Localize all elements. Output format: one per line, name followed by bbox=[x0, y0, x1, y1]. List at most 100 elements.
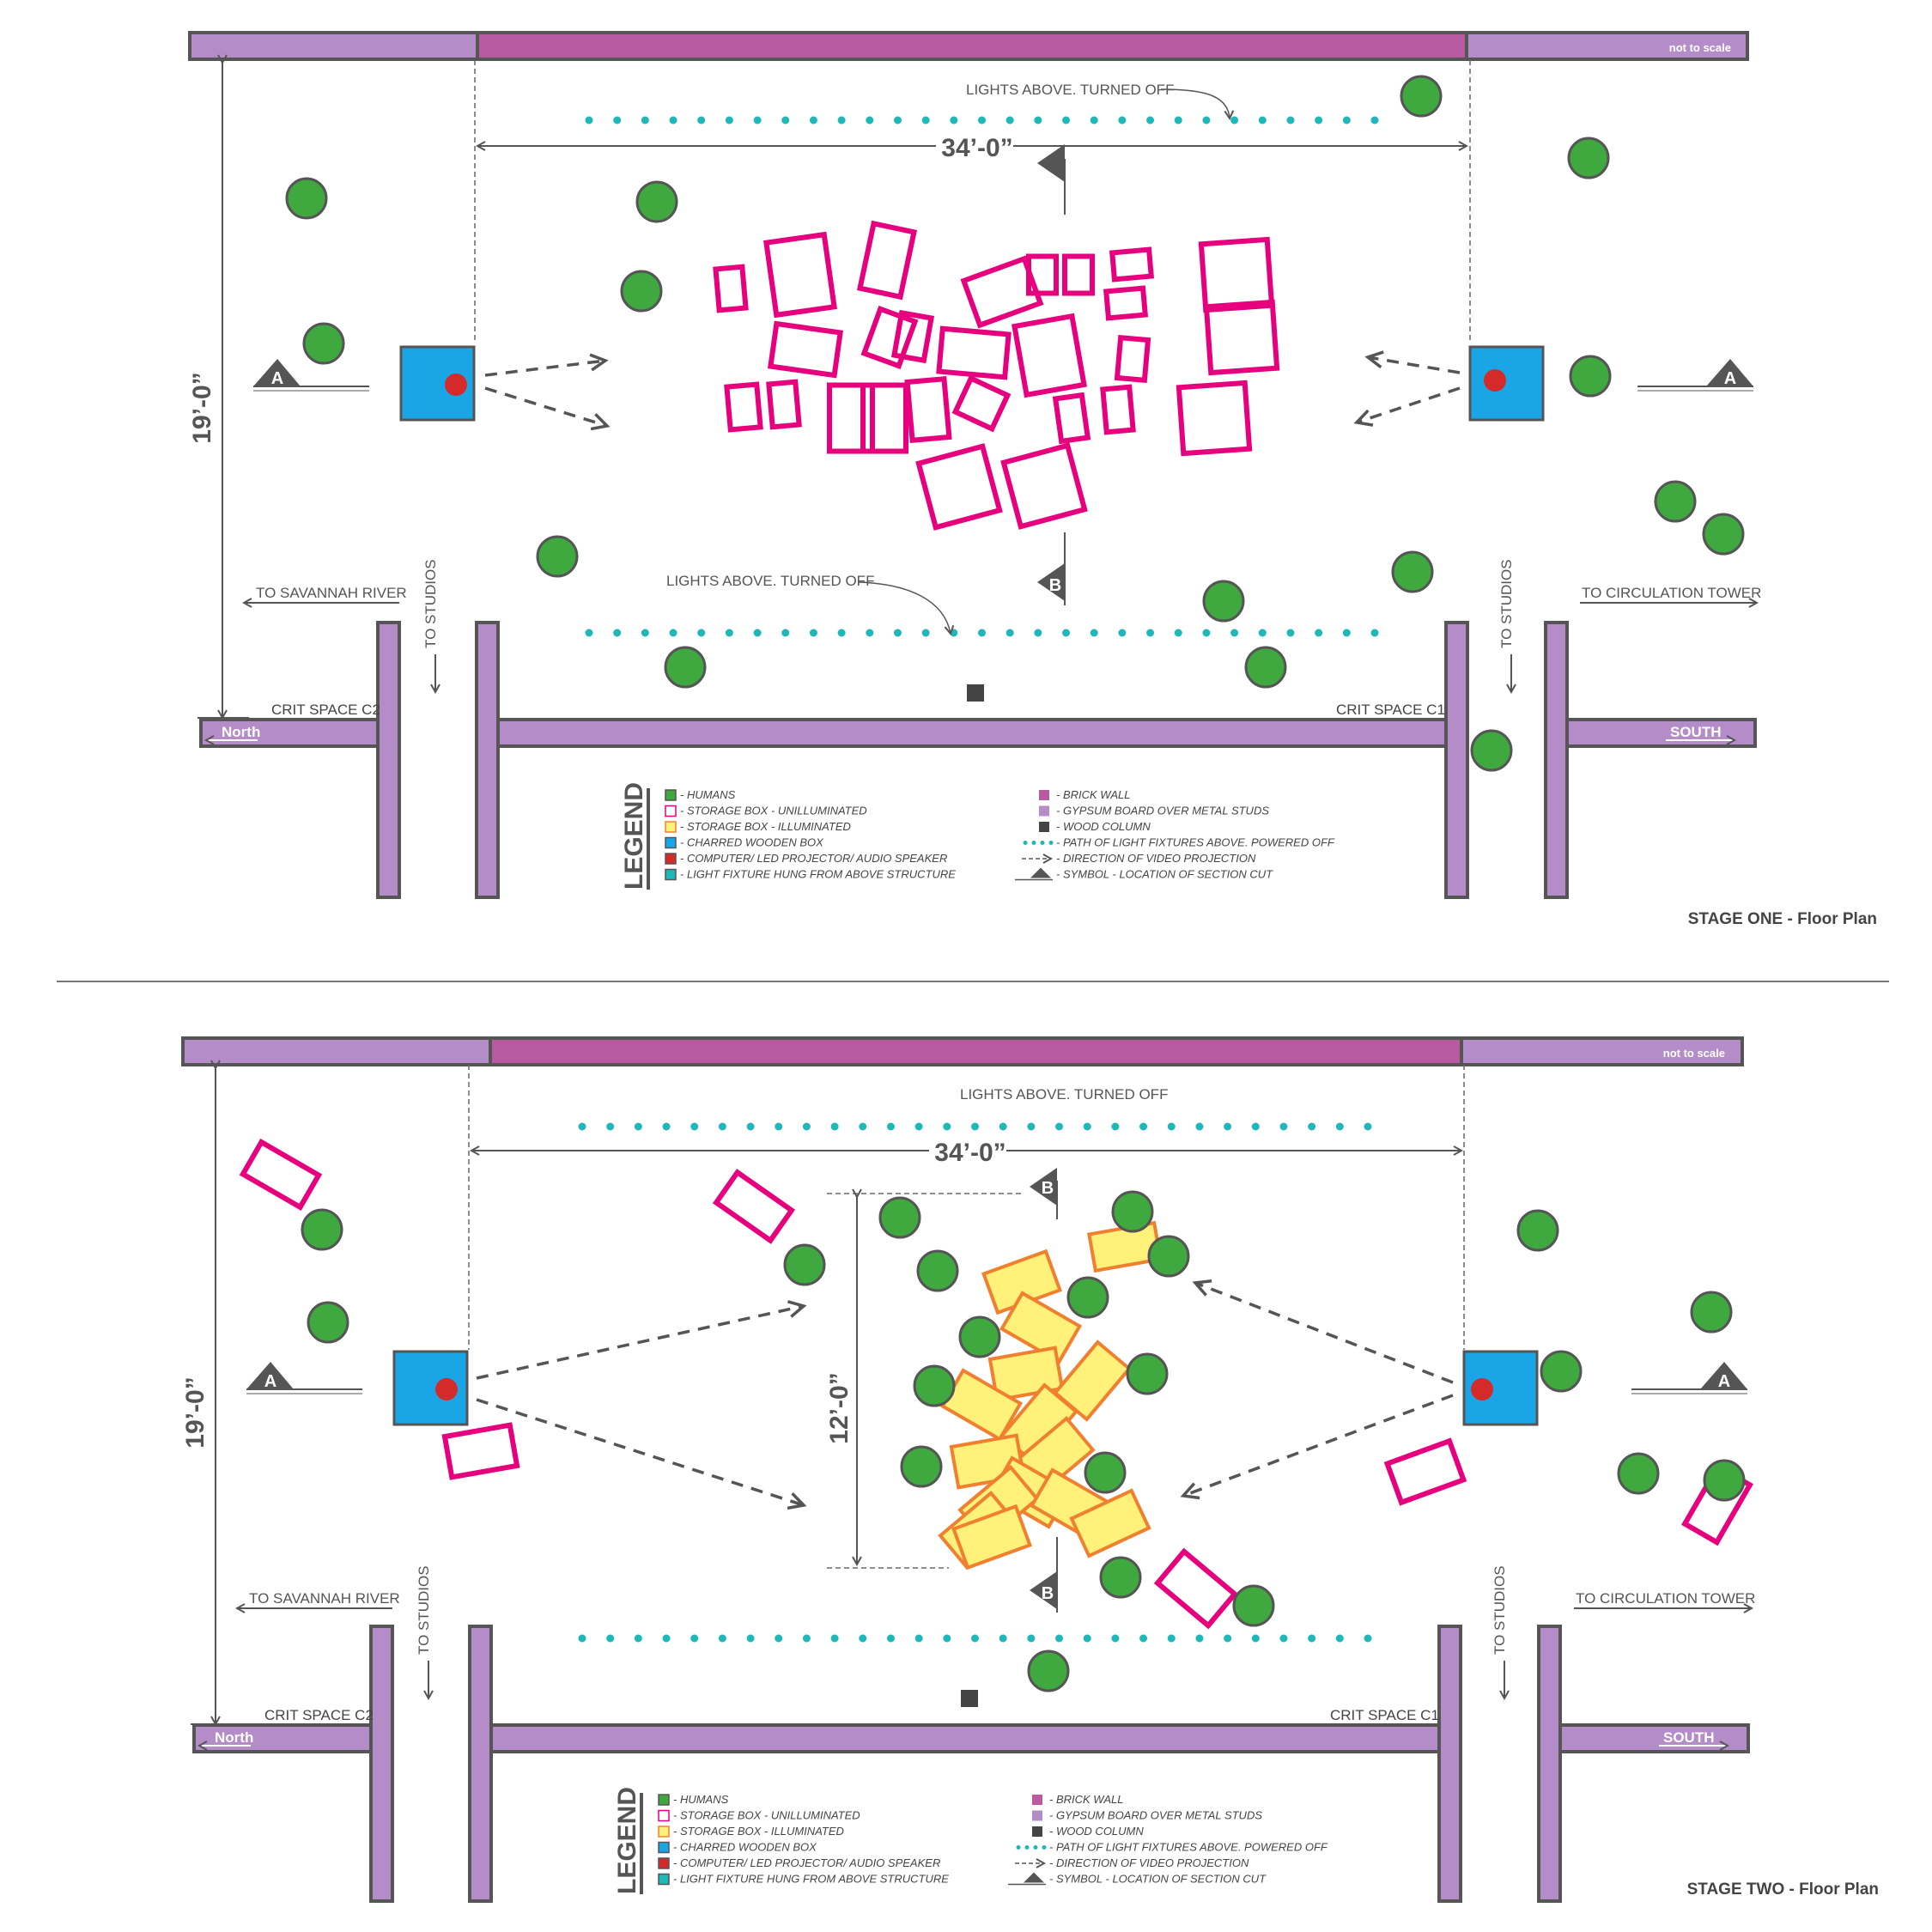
light-fixture bbox=[746, 1634, 755, 1643]
legend-item: - CHARRED WOODEN BOX bbox=[680, 836, 824, 849]
storage-box-unilluminated bbox=[713, 264, 749, 313]
legend-item: - SYMBOL - LOCATION OF SECTION CUT bbox=[1056, 868, 1273, 881]
to-circulation-tower-label: TO CIRCULATION TOWER bbox=[1576, 1590, 1755, 1607]
projector-left bbox=[445, 374, 467, 396]
light-fixture bbox=[1027, 1634, 1036, 1643]
light-fixture bbox=[585, 116, 593, 125]
light-fixture bbox=[943, 1122, 951, 1131]
legend-swatch bbox=[1032, 1826, 1042, 1837]
gypsum-wall-bottom-center bbox=[495, 718, 1448, 748]
projector-right bbox=[1484, 369, 1506, 392]
legend-light-dot bbox=[1033, 1845, 1038, 1850]
light-fixture bbox=[866, 116, 874, 125]
human bbox=[916, 1249, 959, 1292]
gypsum-wall-top-left bbox=[181, 1036, 492, 1066]
light-fixture bbox=[1118, 629, 1127, 637]
section-a-label: A bbox=[1724, 369, 1736, 388]
storage-box-unilluminated bbox=[1100, 384, 1136, 435]
legend-swatch bbox=[665, 805, 677, 817]
to-studios-label: TO STUDIOS bbox=[422, 559, 439, 648]
to-savannah-river-label: TO SAVANNAH RIVER bbox=[256, 585, 407, 601]
section-b-label: B bbox=[1049, 175, 1061, 194]
gypsum-wall-bottom-south bbox=[1557, 1723, 1750, 1753]
light-fixture bbox=[634, 1634, 642, 1643]
human bbox=[1244, 646, 1287, 689]
legend-light-dot bbox=[1040, 841, 1045, 845]
projection-arrow bbox=[476, 1398, 807, 1510]
light-fixture bbox=[753, 116, 762, 125]
crit-space-c2-label: CRIT SPACE C2 bbox=[264, 1707, 374, 1723]
light-fixture bbox=[1139, 1122, 1148, 1131]
to-studios-label: TO STUDIOS bbox=[1498, 559, 1515, 648]
light-fixture bbox=[1370, 116, 1379, 125]
cluster-dimension-label: 12’-0” bbox=[825, 1372, 854, 1443]
human bbox=[1111, 1190, 1154, 1233]
light-fixture bbox=[971, 1634, 979, 1643]
leader-line-top bbox=[1160, 88, 1230, 118]
light-fixture bbox=[1315, 629, 1323, 637]
light-fixture bbox=[802, 1122, 811, 1131]
legend-item: - STORAGE BOX - UNILLUMINATED bbox=[680, 805, 867, 817]
legend-rule bbox=[640, 1793, 643, 1894]
section-cut-a-left: A bbox=[246, 1362, 362, 1394]
to-circulation-tower-label: TO CIRCULATION TOWER bbox=[1582, 585, 1761, 601]
human bbox=[913, 1364, 956, 1407]
storage-box-unilluminated bbox=[856, 220, 918, 301]
legend-rule bbox=[647, 788, 650, 890]
gypsum-wall-bottom-south bbox=[1564, 718, 1757, 748]
storage-box-unilluminated bbox=[827, 382, 875, 454]
legend-swatch bbox=[665, 821, 677, 833]
legend-light-dot bbox=[1024, 1845, 1030, 1850]
humans bbox=[301, 1190, 1746, 1692]
light-fixture bbox=[1258, 116, 1267, 125]
not-to-scale-label: not to scale bbox=[1663, 1047, 1725, 1060]
section-cut-b-bottom: B bbox=[1037, 532, 1066, 605]
light-fixture bbox=[830, 1634, 839, 1643]
legend-item: - DIRECTION OF VIDEO PROJECTION bbox=[1049, 1856, 1249, 1869]
human bbox=[1066, 1276, 1109, 1319]
human bbox=[900, 1445, 943, 1488]
light-fixture bbox=[893, 629, 902, 637]
south-label: SOUTH bbox=[1663, 1729, 1715, 1746]
projection-arrow bbox=[476, 1300, 807, 1380]
legend-swatch bbox=[1032, 1810, 1042, 1821]
section-cut-a-left: A bbox=[253, 359, 369, 392]
human bbox=[1617, 1452, 1660, 1495]
storage-box-unilluminated bbox=[1012, 313, 1087, 398]
light-fixture bbox=[1335, 1634, 1344, 1643]
human bbox=[1654, 480, 1697, 523]
light-fixture bbox=[978, 629, 986, 637]
crit-space-c2-label: CRIT SPACE C2 bbox=[271, 702, 380, 718]
legend-item: - CHARRED WOODEN BOX bbox=[673, 1841, 817, 1854]
storage-box-unilluminated bbox=[239, 1139, 323, 1211]
human bbox=[1569, 355, 1612, 398]
projection-arrow bbox=[484, 353, 609, 377]
gypsum-wall-vertical bbox=[1437, 1625, 1462, 1903]
light-fixture bbox=[1224, 1122, 1232, 1131]
light-fixture bbox=[1342, 629, 1351, 637]
light-fixture bbox=[914, 1634, 923, 1643]
not-to-scale-label: not to scale bbox=[1669, 41, 1731, 54]
gypsum-wall-vertical bbox=[1544, 621, 1569, 899]
light-fixture bbox=[578, 1122, 586, 1131]
legend-section-symbol bbox=[1030, 867, 1051, 878]
light-fixture bbox=[606, 1122, 615, 1131]
dimension-height-label: 19’-0” bbox=[181, 1376, 210, 1448]
light-fixture bbox=[1195, 1634, 1204, 1643]
light-fixture bbox=[669, 629, 677, 637]
section-b-label: B bbox=[1042, 1179, 1054, 1198]
lights-bottom-label: LIGHTS ABOVE. TURNED OFF bbox=[666, 573, 874, 589]
storage-box-unilluminated bbox=[763, 231, 837, 319]
storage-box-unilluminated bbox=[1153, 1547, 1239, 1630]
light-fixture bbox=[1286, 116, 1295, 125]
stage-two-title: STAGE TWO - Floor Plan bbox=[1687, 1880, 1879, 1899]
section-b-label: B bbox=[1049, 576, 1061, 595]
light-fixture bbox=[718, 1122, 726, 1131]
human bbox=[1400, 75, 1443, 118]
legend-item: - BRICK WALL bbox=[1049, 1793, 1123, 1806]
wood-column bbox=[961, 1690, 978, 1707]
gypsum-wall-vertical bbox=[468, 1625, 493, 1903]
light-path-bottom bbox=[585, 629, 1379, 637]
legend-item: - DIRECTION OF VIDEO PROJECTION bbox=[1056, 852, 1256, 865]
human bbox=[635, 180, 678, 223]
